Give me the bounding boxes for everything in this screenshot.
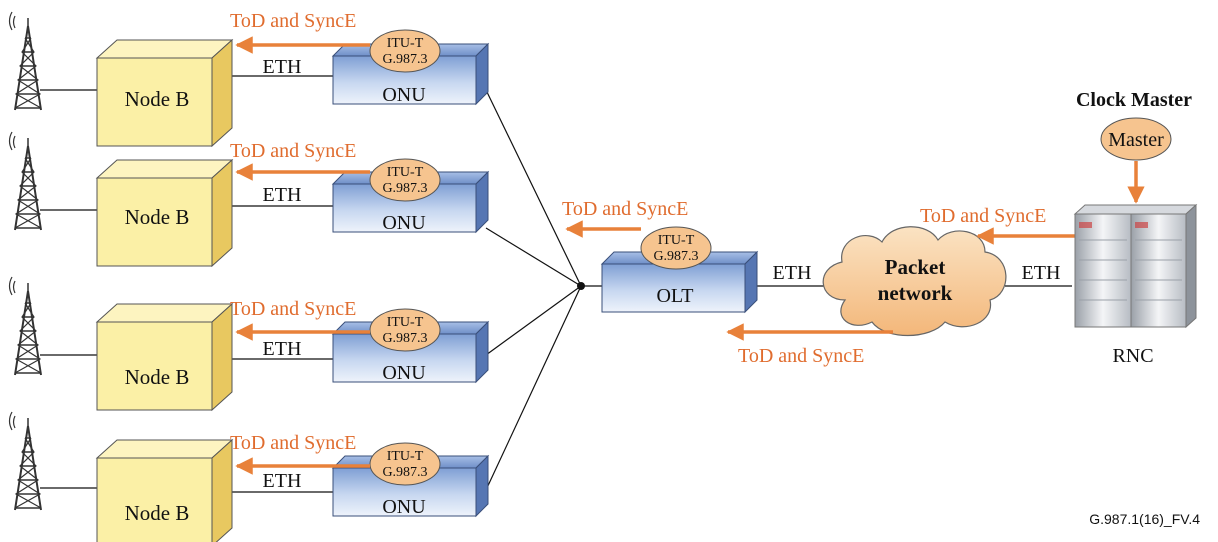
- onu-label: ONU: [382, 212, 426, 234]
- itu-line2: G.987.3: [382, 181, 427, 196]
- antenna-tower-icon: [8, 131, 42, 231]
- itu-line1: ITU-T: [387, 315, 424, 330]
- master-label: Master: [1108, 129, 1164, 151]
- onu-label: ONU: [382, 362, 426, 384]
- figure-id: G.987.1(16)_FV.4: [1089, 511, 1200, 527]
- eth-label: ETH: [263, 338, 302, 360]
- node-b-label: Node B: [125, 205, 190, 229]
- packet-network-cloud: Packet network ETH: [822, 226, 1061, 337]
- olt-label: OLT: [656, 285, 693, 307]
- branch-2: Node B ETH ONU ITU-T G.987.3 ToD and Syn…: [8, 131, 489, 267]
- itu-line1: ITU-T: [387, 165, 424, 180]
- itu-line1: ITU-T: [387, 449, 424, 464]
- itu-line2: G.987.3: [653, 249, 698, 264]
- eth-label: ETH: [263, 470, 302, 492]
- sync-label: ToD and SyncE: [230, 10, 356, 32]
- branch-1: Node B ETH ONU ITU-T G.987.3 ToD and Syn…: [8, 10, 489, 147]
- connection-lines: [40, 75, 1072, 493]
- antenna-tower-icon: [8, 411, 42, 511]
- olt-group: OLT ITU-T G.987.3 ToD and SyncE ETH: [562, 198, 812, 313]
- sync-label: ToD and SyncE: [230, 432, 356, 454]
- node-b-box: [96, 303, 233, 411]
- itu-line2: G.987.3: [382, 331, 427, 346]
- branch-4: Node B ETH ONU ITU-T G.987.3 ToD and Syn…: [8, 411, 489, 542]
- clock-master-group: Clock Master Master: [1076, 89, 1192, 204]
- node-b-box: [96, 439, 233, 542]
- sync-label: ToD and SyncE: [920, 205, 1046, 227]
- eth-label: ETH: [263, 56, 302, 78]
- sync-label: ToD and SyncE: [230, 298, 356, 320]
- eth-label: ETH: [773, 262, 812, 284]
- node-b-label: Node B: [125, 87, 190, 111]
- onu-label: ONU: [382, 84, 426, 106]
- onu-label: ONU: [382, 496, 426, 518]
- cloud-line1: Packet: [885, 255, 946, 279]
- itu-line1: ITU-T: [658, 233, 695, 248]
- eth-label: ETH: [1022, 262, 1061, 284]
- sync-label: ToD and SyncE: [738, 345, 864, 367]
- itu-line2: G.987.3: [382, 465, 427, 480]
- master-oval: [1100, 117, 1172, 161]
- antenna-tower-icon: [8, 11, 42, 111]
- rnc-server-icon: RNC: [1073, 203, 1198, 367]
- sync-label: ToD and SyncE: [230, 140, 356, 162]
- clock-master-label: Clock Master: [1076, 89, 1192, 111]
- itu-line1: ITU-T: [387, 36, 424, 51]
- antenna-tower-icon: [8, 276, 42, 376]
- cloud-line2: network: [878, 281, 953, 305]
- rnc-label: RNC: [1112, 345, 1153, 367]
- node-b-label: Node B: [125, 365, 190, 389]
- eth-label: ETH: [263, 184, 302, 206]
- node-b-label: Node B: [125, 501, 190, 525]
- itu-line2: G.987.3: [382, 52, 427, 67]
- branch-3: Node B ETH ONU ITU-T G.987.3 ToD and Syn…: [8, 276, 489, 411]
- sync-label: ToD and SyncE: [562, 198, 688, 220]
- splitter-node: [577, 282, 585, 290]
